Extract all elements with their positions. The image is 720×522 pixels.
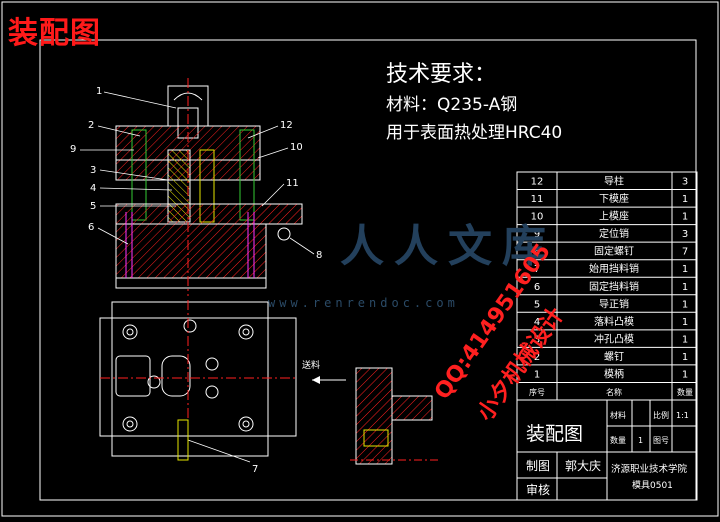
bom-cell: 1 [682,264,688,275]
bom-cell: 12 [531,177,544,188]
title-drawn-label: 制图 [526,459,550,473]
bom-cell: 始用挡料销 [589,262,639,275]
title-drawing-name: 装配图 [526,423,583,445]
bom-header-cell: 名称 [606,387,622,397]
bom-cell: 固定螺钉 [594,245,634,258]
callout-10: 10 [290,142,303,153]
bom-header-cell: 数量 [677,387,693,397]
bom-cell: 定位销 [599,227,629,240]
bom-header-cell: 序号 [529,387,545,397]
bom-cell: 1 [682,317,688,328]
bom-cell: 3 [682,229,688,240]
feed-arrow: 送料 [302,359,346,384]
bom-cell: 7 [682,247,688,258]
plan-view [99,300,297,461]
title-qty-label: 数量 [610,435,626,445]
callout-7: 7 [252,464,258,475]
callout-5: 5 [90,201,96,212]
title-scale-value: 1:1 [676,411,689,420]
bom-cell: 固定挡料销 [589,280,639,293]
bom-cell: 3 [534,334,540,345]
callout-6: 6 [88,222,94,233]
tech-line-material: 材料：Q235-A钢 [386,95,518,115]
bom-cell: 上模座 [599,210,629,223]
callout-4: 4 [90,183,96,194]
title-material-label: 材料 [610,410,626,420]
callout-12: 12 [280,120,293,131]
callout-2: 2 [88,120,94,131]
bom-cell: 8 [534,247,540,258]
bom-cell: 落料凸模 [594,315,634,328]
bom-cell: 7 [534,264,540,275]
bom-cell: 1 [682,282,688,293]
bom-cell: 1 [682,212,688,223]
title-drawn-by: 郭大庆 [565,459,601,473]
bom-cell: 1 [682,194,688,205]
bom-cell: 9 [534,229,540,240]
bom-cell: 1 [682,352,688,363]
bom-cell: 1 [534,369,540,380]
bom-cell: 1 [682,334,688,345]
bom-cell: 1 [682,299,688,310]
detail-view [350,367,440,465]
title-scale-label: 比例 [653,410,669,420]
title-class: 模具0501 [632,480,673,491]
bom-cell: 螺钉 [604,351,624,363]
callout-1: 1 [96,86,102,97]
bom-cell: 1 [682,369,688,380]
watermark-url: www.renrendoc.com [268,296,459,310]
title-sheet-label: 图号 [653,436,669,445]
bom-cell: 6 [534,282,540,293]
title-qty-value: 1 [638,436,643,445]
title-checked-label: 审核 [526,482,550,497]
tech-heading: 技术要求： [386,62,497,87]
feed-label: 送料 [302,359,320,371]
frame-title: 装配图 [8,16,101,51]
bom-cell: 2 [534,352,540,363]
callout-9: 9 [70,144,76,155]
callout-3: 3 [90,165,96,176]
bom-cell: 11 [531,194,544,205]
bom-cell: 模柄 [604,367,624,380]
bom-cell: 10 [531,212,544,223]
bom-cell: 冲孔凸模 [594,332,634,345]
bom-cell: 5 [534,299,540,310]
bom-cell: 导柱 [604,175,624,188]
callout-11: 11 [286,178,299,189]
callout-8: 8 [316,250,322,261]
title-block [516,399,698,501]
bom-cell: 4 [534,317,540,328]
title-school: 济源职业技术学院 [611,463,688,475]
bom-cell: 3 [682,177,688,188]
watermark-brand: 人人文库 [340,221,556,272]
bom-cell: 导正销 [599,297,629,310]
callouts [80,91,315,463]
inner-border [39,39,697,501]
tech-line-treatment: 用于表面热处理HRC40 [386,123,563,143]
section-view [115,78,303,296]
bom-cell: 下模座 [599,192,629,205]
